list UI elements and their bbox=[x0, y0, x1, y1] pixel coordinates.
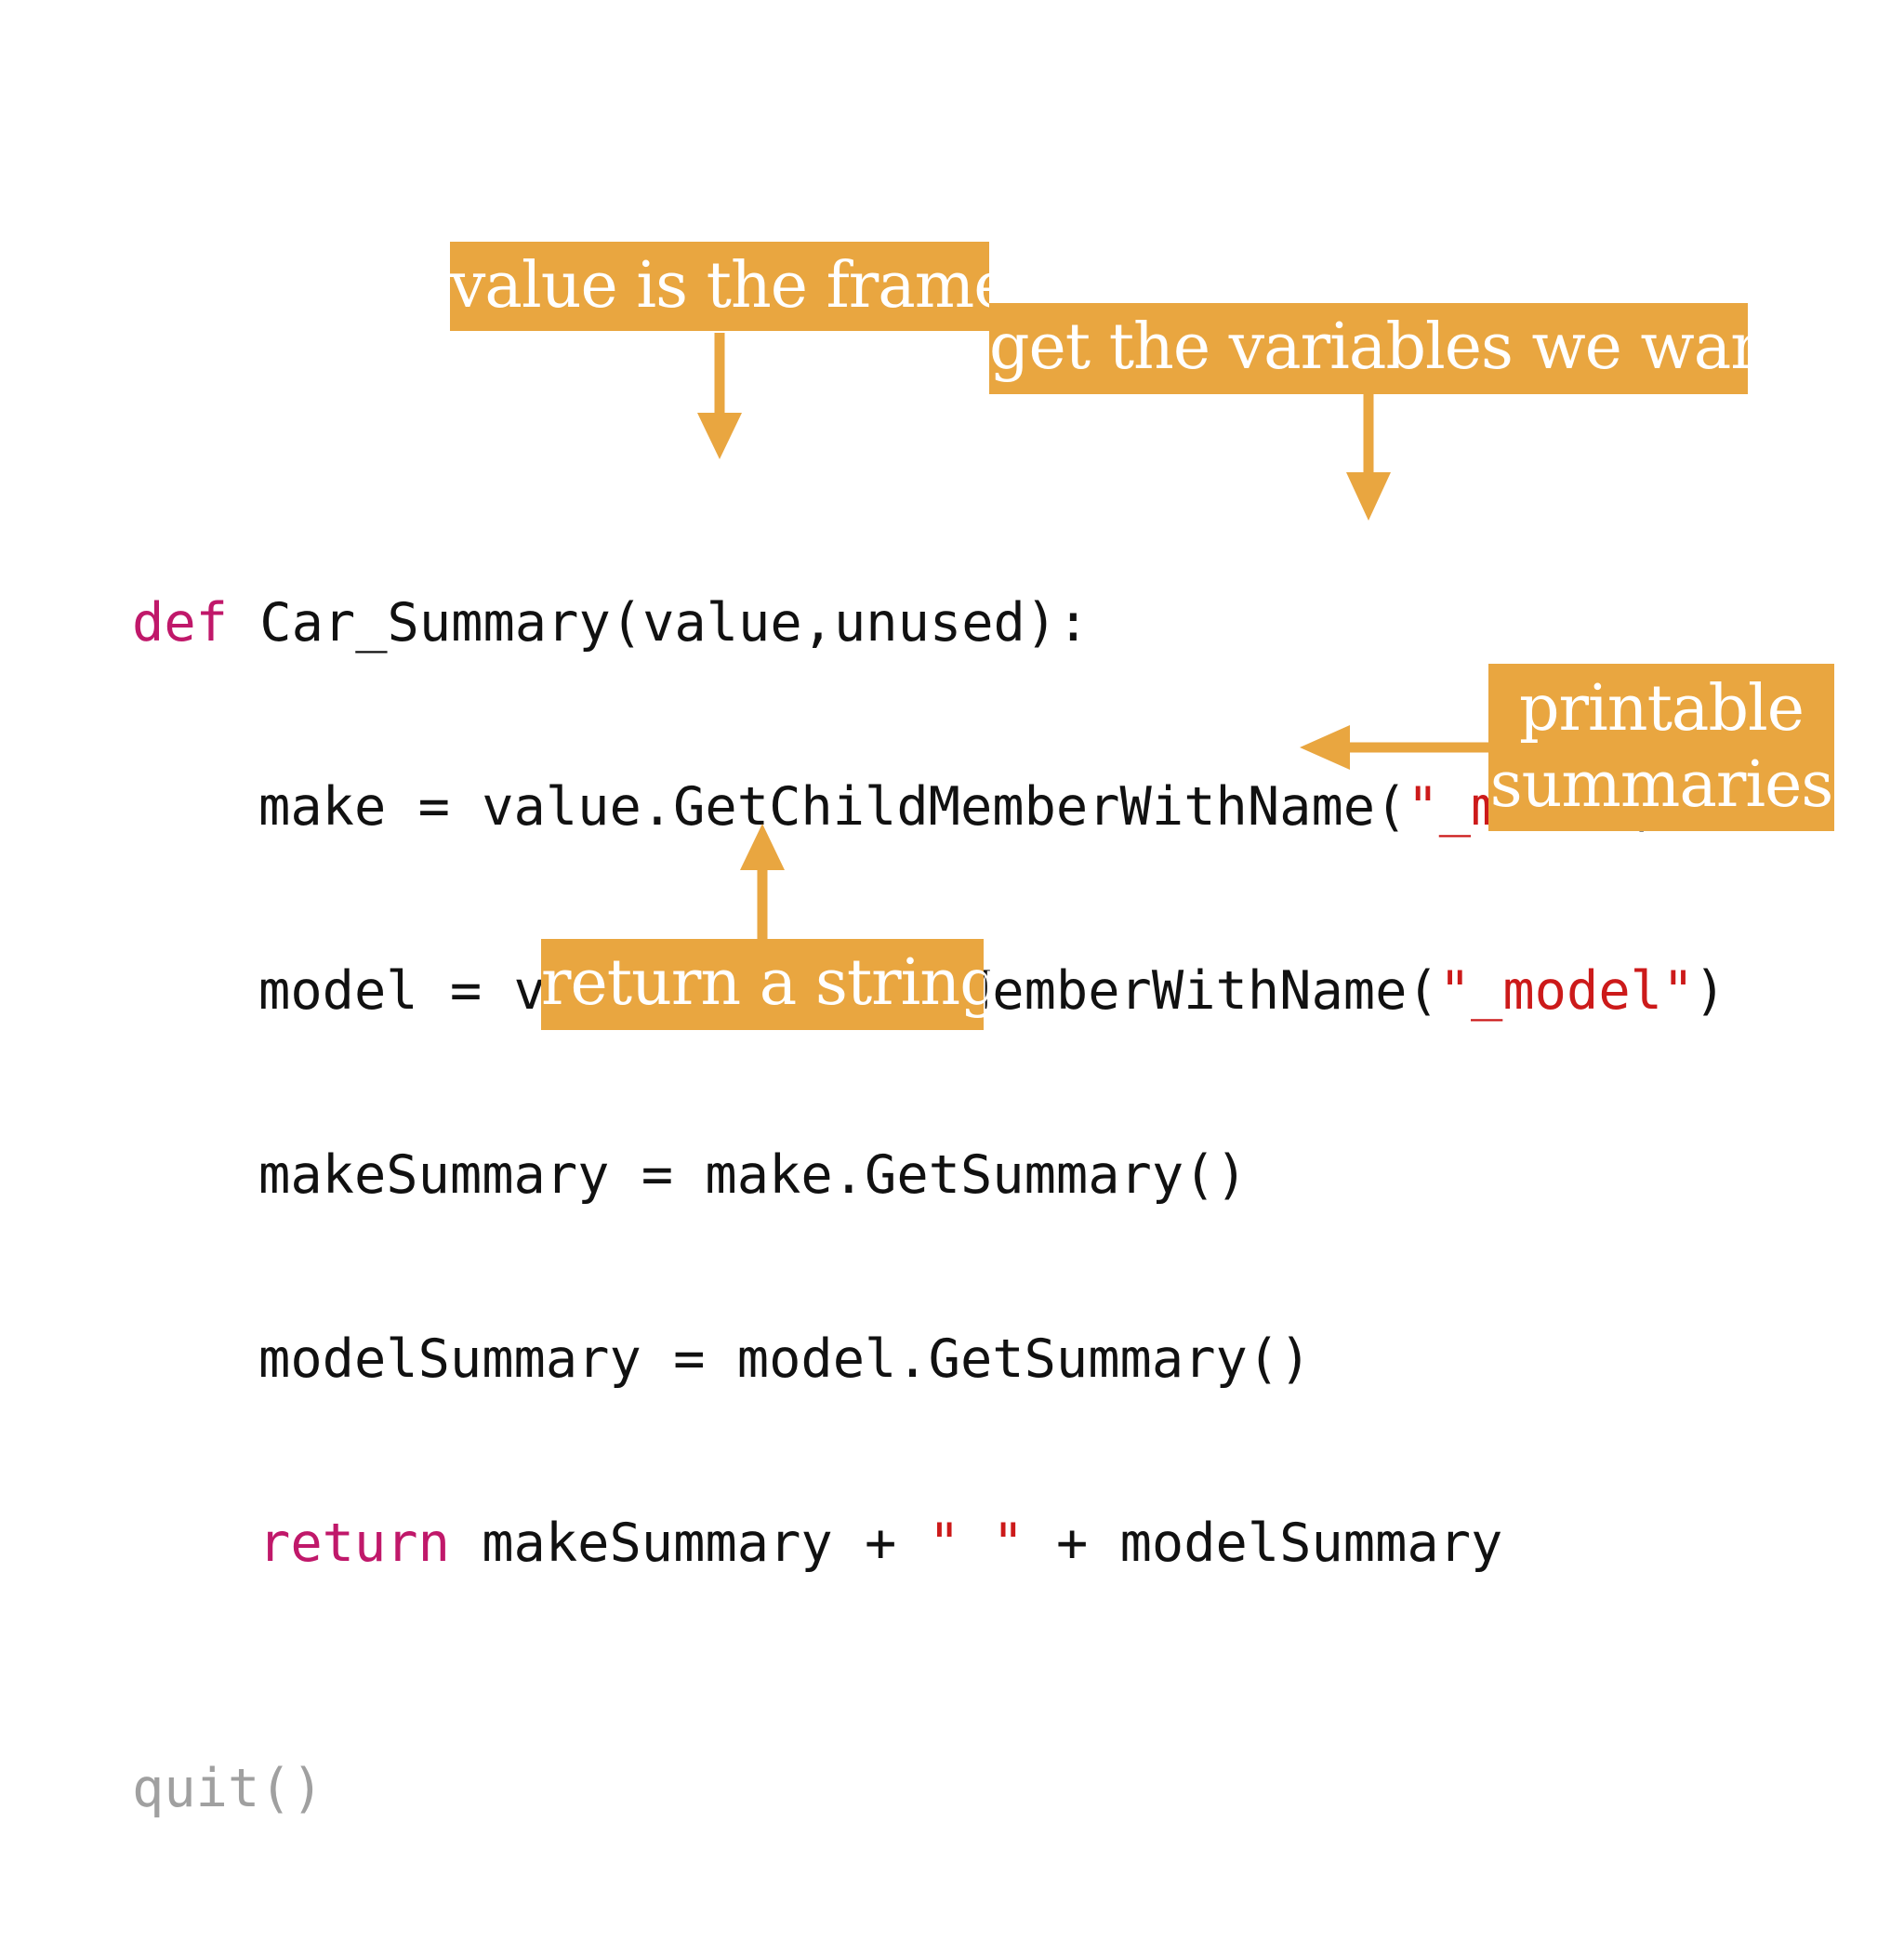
code-text: Car_Summary(value,unused): bbox=[227, 592, 1090, 654]
callout-printable-summaries: printable summaries bbox=[1488, 664, 1834, 831]
code-text: make = value.GetChildMemberWithName( bbox=[258, 776, 1408, 838]
code-line-quit: quit() bbox=[132, 1758, 324, 1819]
code-text: makeSummary = make.GetSummary() bbox=[258, 1144, 1248, 1206]
callout-value-is-frame: value is the frame bbox=[450, 242, 1012, 331]
code-text: modelSummary = model.GetSummary() bbox=[258, 1328, 1312, 1390]
code-string: " " bbox=[928, 1513, 1025, 1574]
arrow-frame bbox=[697, 333, 742, 459]
callout-return-string: return a string bbox=[541, 939, 1000, 1030]
code-line-make: make = value.GetChildMemberWithName("_ma… bbox=[132, 776, 1726, 838]
code-text: + modelSummary bbox=[1024, 1513, 1503, 1574]
code-line-def: def Car_Summary(value,unused): bbox=[132, 592, 1726, 654]
code-line-make-summary: makeSummary = make.GetSummary() bbox=[132, 1144, 1726, 1206]
code-line-return: return makeSummary + " " + modelSummary bbox=[132, 1513, 1726, 1574]
code-keyword-return: return bbox=[258, 1513, 450, 1574]
slide: def Car_Summary(value,unused): make = va… bbox=[132, 242, 1834, 1819]
code-keyword-def: def bbox=[132, 592, 228, 654]
code-string: "_model" bbox=[1438, 960, 1695, 1022]
callout-line: printable bbox=[1519, 672, 1805, 746]
code-line-model-summary: modelSummary = model.GetSummary() bbox=[132, 1328, 1726, 1390]
code-block: def Car_Summary(value,unused): make = va… bbox=[132, 469, 1726, 1942]
callout-line: summaries bbox=[1489, 748, 1834, 822]
callout-get-variables: get the variables we want bbox=[989, 303, 1795, 394]
code-text: makeSummary + bbox=[449, 1513, 929, 1574]
code-text: ) bbox=[1694, 960, 1726, 1022]
